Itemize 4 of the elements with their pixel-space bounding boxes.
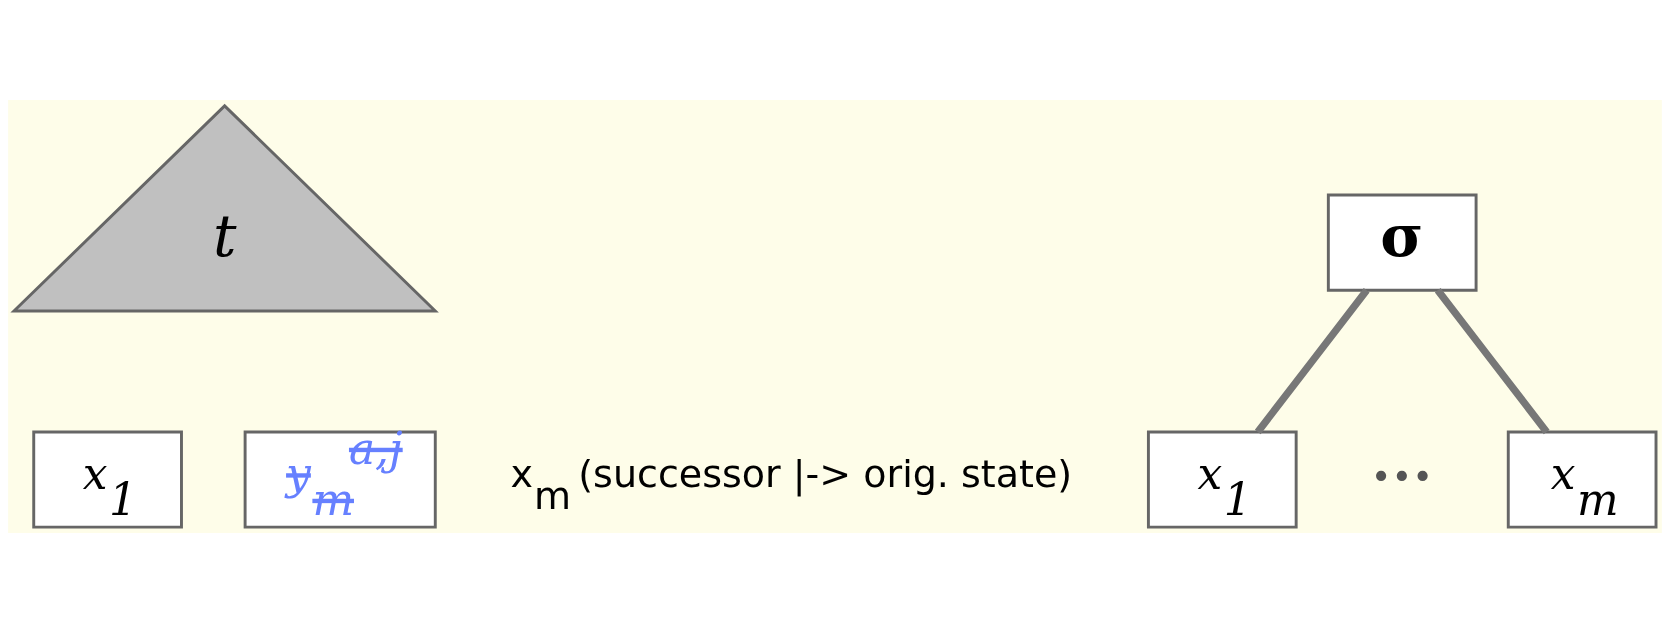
connector <box>1434 288 1550 435</box>
node-box: σ <box>1326 193 1478 292</box>
label: ••• <box>1370 455 1433 497</box>
connector <box>1254 288 1370 435</box>
